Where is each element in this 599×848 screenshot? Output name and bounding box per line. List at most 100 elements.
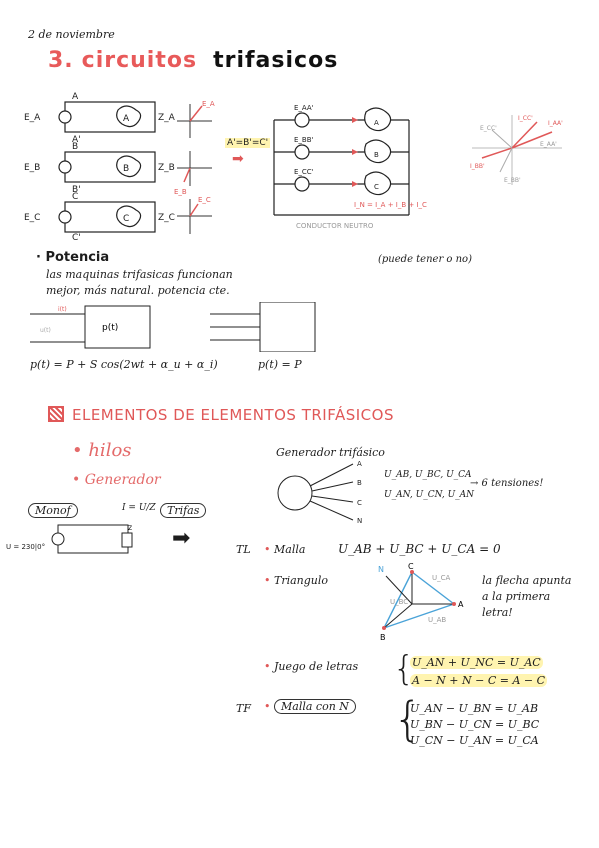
monof-label: Monof — [28, 503, 78, 518]
malla-equation: U_AB + U_BC + U_CA = 0 — [338, 542, 501, 556]
imp-zb: Z_B — [158, 163, 175, 173]
hilos-item: • hilos — [72, 440, 132, 461]
trifas-label: Trifas — [160, 503, 207, 518]
source-value: U = 230|0° — [6, 543, 46, 551]
tensions-line-2: U_AN, U_CN, U_AN — [384, 490, 475, 500]
tri-label-a: A — [458, 600, 464, 609]
juego-label: Juego de letras — [274, 660, 359, 673]
three-phase-circuit: E_AA' E_BB' E_CC' A B C I_N = I_A + I_B … — [273, 104, 427, 230]
tf-eq-1: U_AN − U_BN = U_AB — [410, 702, 539, 715]
load-a: A — [123, 114, 130, 124]
brace-tf: { — [393, 692, 423, 746]
tri-label-uca: U_CA — [432, 574, 451, 582]
big-arrow-icon: ➡ — [172, 526, 191, 551]
malla-n-item: • Malla con N — [264, 699, 356, 714]
mono-generator-circuit: Z — [51, 524, 133, 554]
three-load-c: C — [374, 183, 379, 191]
tl-label: TL — [236, 543, 251, 556]
three-load-b: B — [374, 151, 379, 159]
brace-juego: { — [393, 649, 415, 689]
node-c-prime: C' — [72, 233, 81, 240]
date: 2 de noviembre — [28, 28, 115, 41]
tri-power-diagram — [210, 302, 316, 352]
section-number: 3. — [48, 48, 74, 73]
potencia-text-1: las maquinas trifasicas funcionan — [46, 268, 233, 281]
label-eb: E_B — [24, 163, 40, 173]
gen-terminal-a: A — [357, 460, 362, 468]
potencia-heading: · Potencia — [36, 250, 110, 265]
tensions-note: → 6 tensiones! — [470, 478, 544, 489]
generador-item: • Generador — [72, 472, 161, 488]
malla-label: Malla — [274, 543, 306, 556]
arrow-icon: ➡ — [232, 151, 244, 167]
node-a: A — [72, 92, 79, 102]
tri-note-1: la flecha apunta — [482, 574, 572, 587]
source-eaa: E_AA' — [294, 104, 314, 112]
gen-terminal-b: B — [357, 479, 362, 487]
section2-heading-text: ELEMENTOS DE ELEMENTOS TRIFÁSICOS — [72, 406, 394, 424]
tri-generator: A B C N — [277, 460, 362, 525]
node-a-prime: A' — [72, 135, 81, 145]
tri-label-ubc: U_BC — [390, 598, 408, 606]
tri-label-n: N — [378, 565, 384, 574]
tri-note-3: letra! — [482, 606, 513, 619]
tri-power-equation: p(t) = P — [258, 358, 302, 371]
potencia-text-2: mejor, más natural. potencia cte. — [46, 284, 230, 297]
page-title: 3. circuitos trifasicos — [48, 48, 338, 73]
phasor-ecc: E_CC' — [480, 125, 497, 132]
phasor-eb-label: E_B — [174, 188, 187, 196]
juego-item: • Juego de letras — [264, 660, 359, 673]
label-ea: E_A — [24, 113, 41, 123]
mono-power-equation: p(t) = P + S cos(2wt + α_u + α_i) — [30, 358, 218, 371]
tri-label-c: C — [408, 562, 414, 571]
tf-eq-2: U_BN − U_CN = U_BC — [410, 718, 540, 731]
three-load-a: A — [374, 119, 379, 127]
hatched-box-icon — [48, 406, 64, 422]
tri-label-b: B — [380, 633, 386, 642]
neutral-label: CONDUCTOR NEUTRO — [296, 222, 374, 230]
title-word-trifasicos: trifasicos — [213, 48, 339, 73]
source-ecc: E_CC' — [294, 168, 314, 176]
malla-item: • Malla — [264, 543, 306, 556]
mono-box-label: p(t) — [102, 323, 118, 333]
triangle-diagram: N C A B U_CA U_AB U_BC — [378, 562, 464, 642]
node-c: C — [72, 192, 78, 202]
potencia-heading-text: Potencia — [45, 250, 110, 265]
tri-label-uab: U_AB — [428, 616, 446, 624]
section2-heading: ELEMENTOS DE ELEMENTOS TRIFÁSICOS — [48, 406, 394, 424]
juego-eq-2: A − N + N − C = A − C — [410, 674, 548, 687]
mono-power-diagram: p(t) i(t) u(t) — [30, 305, 151, 349]
single-phase-circuits: E_A E_B E_C A A' B B' C C' A B C Z_A Z_B… — [24, 92, 176, 240]
title-word-circuitos: circuitos — [81, 48, 198, 73]
load-b: B — [123, 164, 129, 174]
imp-zc: Z_C — [158, 213, 175, 223]
neutral-equation: I_N = I_A + I_B + I_C — [354, 201, 427, 209]
junction-label: A'=B'=C' — [225, 138, 271, 148]
neutral-note: (puede tener o no) — [378, 254, 472, 265]
small-phasors: E_A E_B E_C — [174, 100, 215, 234]
juego-eq-2-text: A − N + N − C = A − C — [410, 674, 548, 687]
phasor-icc: I_CC' — [518, 115, 533, 122]
label-ec: E_C — [24, 213, 40, 223]
gen-terminal-c: C — [357, 499, 362, 507]
phasor-iaa: I_AA' — [548, 120, 563, 127]
phasor-eaa: E_AA' — [540, 141, 557, 148]
node-b-prime: B' — [72, 185, 81, 195]
tensions-line-1: U_AB, U_BC, U_CA — [384, 470, 472, 480]
source-ebb: E_BB' — [294, 136, 314, 144]
gen-title: Generador trifásico — [276, 446, 385, 459]
triangulo-item: • Triangulo — [264, 574, 329, 587]
mono-impedance: Z — [128, 525, 132, 532]
juego-eq-1: U_AN + U_NC = U_AC — [410, 656, 543, 669]
tf-label: TF — [236, 702, 251, 715]
malla-n-label: Malla con N — [274, 699, 356, 714]
gen-terminal-n: N — [357, 517, 362, 525]
generador-label: Generador — [84, 472, 161, 488]
node-b: B — [72, 142, 78, 152]
phasor-ec-label: E_C — [198, 196, 211, 204]
imp-za: Z_A — [158, 113, 176, 123]
mono-current: i(t) — [58, 306, 67, 313]
phasor-diagram: I_CC' I_AA' E_AA' E_CC' I_BB' E_BB' — [470, 115, 563, 185]
tf-eq-3: U_CN − U_AN = U_CA — [410, 734, 539, 747]
hilos-label: hilos — [88, 440, 132, 461]
